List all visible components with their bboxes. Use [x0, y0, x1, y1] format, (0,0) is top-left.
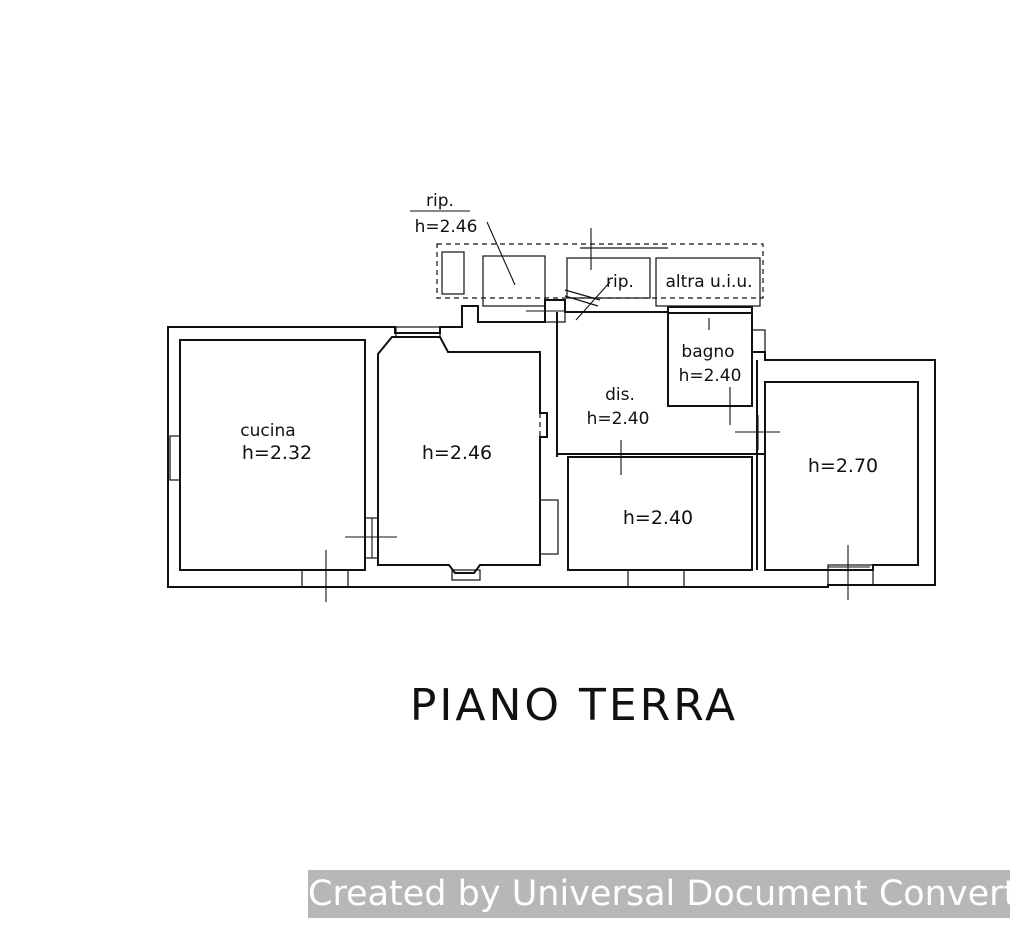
- cross-marks: [325, 210, 870, 602]
- room-height-room-4: h=2.70: [808, 455, 878, 477]
- room-name-cucina: cucina: [240, 421, 295, 441]
- room-labels: rip. h=2.46 rip. altra u.i.u. bagno h=2.…: [240, 191, 878, 529]
- room-name-rip-upper: rip.: [426, 191, 454, 211]
- watermark-banner: Created by Universal Document Converter: [308, 870, 1024, 918]
- room-height-bagno: h=2.40: [679, 366, 742, 386]
- room-height-room-2: h=2.46: [422, 442, 492, 464]
- room-height-dis: h=2.40: [587, 409, 650, 429]
- room-height-rip-upper: h=2.46: [415, 217, 478, 237]
- room-name-altra-uiu: altra u.i.u.: [665, 272, 752, 292]
- room-name-rip: rip.: [606, 272, 634, 292]
- floor-title: PIANO TERRA: [410, 680, 738, 731]
- room-name-bagno: bagno: [681, 342, 734, 362]
- room-name-dis: dis.: [605, 385, 635, 405]
- room-height-room-3: h=2.40: [623, 507, 693, 529]
- room-height-cucina: h=2.32: [242, 442, 312, 464]
- upper-rooms: [436, 243, 764, 500]
